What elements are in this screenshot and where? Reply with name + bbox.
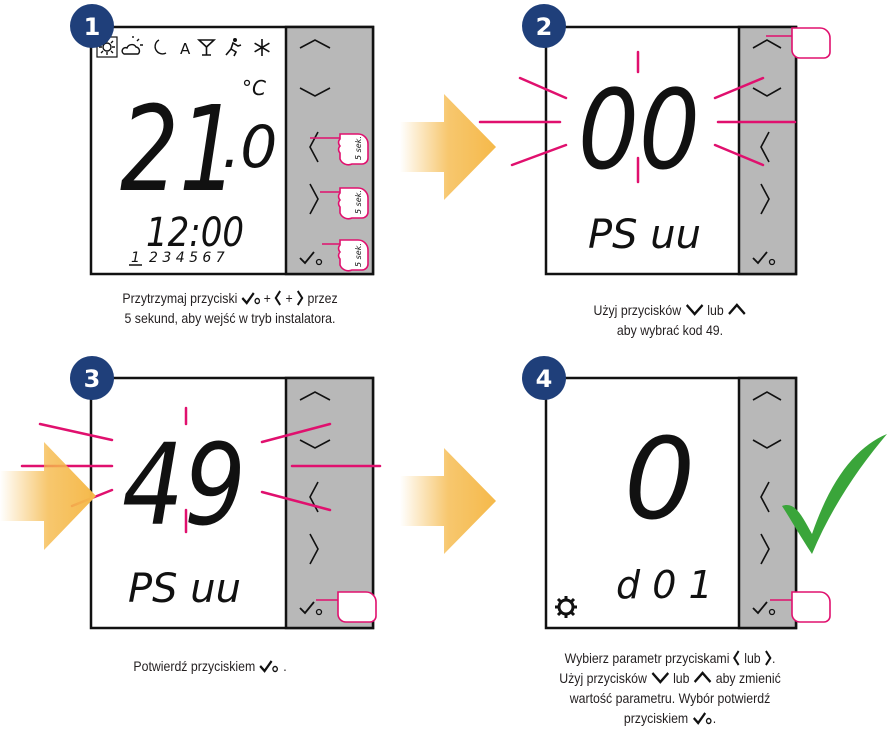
- step-1-illustration: A 21 .0 °C 12:00 1 2 3 4 5 6 7 1 5 sek.: [70, 4, 375, 276]
- parameter-label: d 0 1: [616, 563, 713, 607]
- chevron-left-icon: [733, 650, 740, 666]
- finger-press-confirm: 5 sek.: [322, 239, 369, 272]
- temperature-integer: 21: [120, 80, 238, 218]
- day-current: 1: [131, 250, 140, 266]
- press-duration-label-1: 5 sek.: [354, 136, 363, 160]
- confirm-button-icon[interactable]: [752, 251, 768, 265]
- parameter-label: PS uu: [128, 566, 241, 612]
- svg-text:3: 3: [84, 365, 101, 393]
- cocktail-icon: [196, 39, 217, 56]
- chevron-up-icon: [728, 303, 746, 315]
- right-button-icon[interactable]: [309, 183, 319, 215]
- temperature-fraction: .0: [222, 113, 277, 181]
- blink-indicator: [478, 50, 797, 184]
- step-1-panel: A 21 .0 °C 12:00 1 2 3 4 5 6 7 1 5 sek.: [0, 0, 420, 280]
- step-2-illustration: 00 PS uu 2: [478, 4, 831, 276]
- confirm-icon: [259, 660, 279, 673]
- step-2-panel: 00 PS uu 2: [460, 0, 895, 290]
- finger-press-confirm: [770, 591, 831, 623]
- confirm-icon: [241, 292, 261, 305]
- finger-press-left: 5 sek.: [310, 133, 369, 166]
- up-button-icon[interactable]: [299, 39, 331, 49]
- temperature-unit: °C: [242, 76, 266, 100]
- step-2-caption: Użyj przycisków lub aby wybrać kod 49.: [520, 300, 819, 340]
- step-badge-2: [522, 4, 566, 48]
- svg-text:2: 2: [536, 13, 553, 41]
- moon-icon: [154, 39, 167, 55]
- confirm-button-icon[interactable]: [299, 601, 315, 615]
- right-button-icon[interactable]: [760, 533, 770, 565]
- down-button-icon[interactable]: [299, 439, 331, 449]
- svg-text:4: 4: [536, 365, 553, 393]
- next-arrow-icon-2: [400, 448, 496, 554]
- left-button-icon[interactable]: [309, 131, 319, 163]
- confirm-button-icon[interactable]: [752, 601, 768, 615]
- parameter-code: 00: [578, 66, 700, 194]
- right-button-icon[interactable]: [760, 183, 770, 215]
- chevron-up-icon: [693, 671, 712, 683]
- gear-icon: [555, 596, 577, 618]
- right-button-icon[interactable]: [309, 533, 319, 565]
- step-badge-3: [70, 356, 114, 400]
- days-of-week: 2 3 4 5 6 7: [149, 250, 225, 266]
- step-badge-4: [522, 356, 566, 400]
- snowflake-icon: [254, 39, 270, 56]
- press-duration-label-3: 5 sek.: [354, 243, 363, 267]
- step-3-caption: Potwierdź przyciskiem .: [133, 658, 287, 674]
- up-button-icon[interactable]: [752, 39, 782, 49]
- step-4-panel: 0 d 0 1 4: [460, 356, 895, 656]
- press-duration-label-2: 5 sek.: [354, 190, 363, 214]
- finger-press-confirm: [316, 591, 377, 623]
- confirm-icon: [692, 712, 712, 725]
- step-4-illustration: 0 d 0 1 4: [522, 356, 887, 630]
- parameter-value: 0: [624, 415, 695, 545]
- step-badge-1: [70, 4, 114, 48]
- down-button-icon[interactable]: [752, 439, 782, 449]
- down-button-icon[interactable]: [299, 87, 331, 97]
- parameter-label: PS uu: [588, 212, 701, 258]
- left-button-icon[interactable]: [760, 131, 770, 163]
- success-check-icon: [782, 434, 887, 554]
- svg-text:1: 1: [84, 13, 101, 41]
- clock-display: 12:00: [146, 210, 244, 256]
- up-button-icon[interactable]: [752, 391, 782, 401]
- chevron-left-icon: [274, 290, 282, 306]
- mode-letter: A: [180, 40, 191, 58]
- cloud-sun-icon: [121, 36, 143, 55]
- step-3-illustration: 49 PS uu 3: [0, 356, 382, 630]
- finger-press-up: [766, 27, 831, 59]
- button-panel: [737, 376, 798, 630]
- chevron-down-icon: [685, 304, 703, 316]
- chevron-down-icon: [651, 672, 669, 684]
- down-button-icon[interactable]: [752, 87, 782, 97]
- parameter-code: 49: [122, 421, 246, 551]
- button-panel: [737, 25, 798, 276]
- finger-press-right: 5 sek.: [320, 187, 369, 220]
- step-1-caption: Przytrzymaj przyciski + + przez 5 sekund…: [122, 290, 338, 326]
- chevron-right-icon: [765, 650, 772, 666]
- left-button-icon[interactable]: [760, 481, 770, 513]
- up-button-icon[interactable]: [299, 391, 331, 401]
- incoming-arrow-icon: [0, 442, 96, 550]
- runner-icon: [225, 38, 242, 57]
- chevron-right-icon: [297, 290, 304, 306]
- step-3-panel: 49 PS uu 3: [0, 356, 420, 656]
- confirm-button-icon[interactable]: [299, 251, 315, 265]
- next-arrow-icon-1: [400, 94, 496, 200]
- step-4-caption: Wybierz parametr przyciskami lub . Użyj …: [559, 650, 781, 726]
